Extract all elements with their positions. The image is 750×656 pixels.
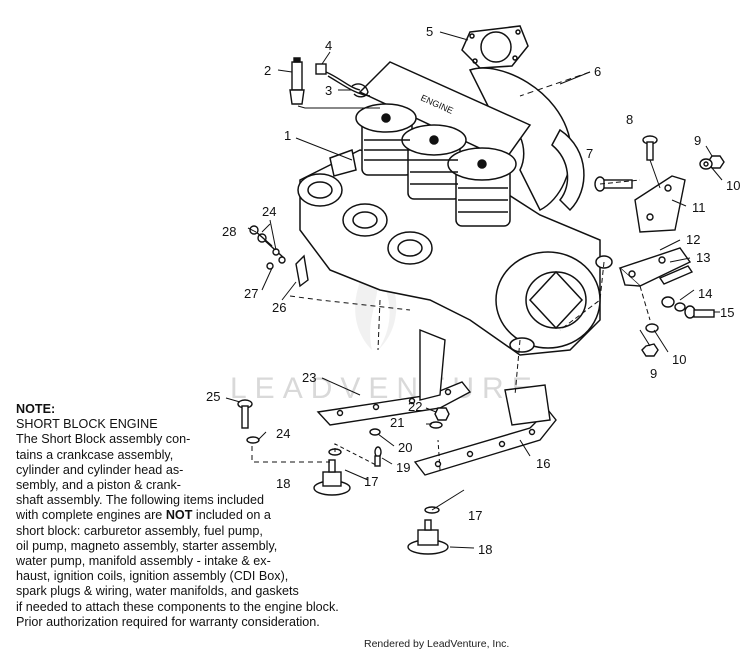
note-line: tains a crankcase assembly, [16,447,174,462]
callout-9: 9 [694,133,701,148]
callout-17b: 17 [364,474,378,489]
nut-washer-top [699,155,725,170]
note-line: sembly, and a piston & crank- [16,478,181,493]
motor-mount-plate-16 [413,384,557,476]
bracket-part-12 [618,247,692,287]
note-line: shaft assembly. The following items incl… [16,493,265,508]
bracket-part-26 [249,225,309,288]
callout-3: 3 [325,83,332,98]
watermark-text: LEADVENTURE [230,372,540,405]
callout-19: 19 [396,460,410,475]
callout-13: 13 [696,250,710,265]
note-line: Prior authorization required for warrant… [16,614,320,629]
callout-17: 17 [468,508,482,523]
head-gasket-part [461,25,529,69]
callout-15: 15 [720,305,734,320]
render-credit: Rendered by LeadVenture, Inc. [364,638,510,650]
mount-hardware-set [369,407,450,467]
wire-clip-part [351,83,369,98]
callout-24: 24 [276,426,290,441]
callout-23: 23 [302,370,316,385]
callout-20: 20 [398,440,412,455]
note-line: if needed to attach these components to … [16,599,339,614]
callout-28: 28 [222,224,236,239]
note-line: haust, ignition coils, ignition assembly… [16,569,289,584]
callout-6: 6 [594,64,601,79]
callout-16: 16 [536,456,550,471]
rubber-mount-18-right [407,519,449,555]
rubber-mount-18-left [313,459,351,496]
note-line: spark plugs & wiring, water manifolds, a… [16,584,299,599]
callout-8: 8 [626,112,633,127]
callout-11: 11 [692,200,706,215]
callout-22: 22 [408,399,422,414]
callout-labels: 1 2 3 4 5 6 7 8 9 10 11 12 13 14 15 10 9… [206,24,740,557]
note-line: water pump, manifold assembly - intake &… [16,554,271,569]
callout-18b: 18 [276,476,290,491]
callout-4: 4 [325,38,332,53]
short-block-note: NOTE: SHORT BLOCK ENGINE The Short Block… [16,402,366,630]
bracket-part-11 [634,175,686,233]
note-line: with complete engines are NOT included o… [16,508,366,523]
callout-7: 7 [586,146,593,161]
callout-2: 2 [264,63,271,78]
strip-part-13 [658,265,694,285]
callout-14: 14 [698,286,712,301]
callout-10: 10 [726,178,740,193]
callout-10b: 10 [672,352,686,367]
note-title: NOTE: [16,402,56,416]
motor-mount-plate-23 [316,328,472,426]
callout-5: 5 [426,24,433,39]
note-line-end: included on a [192,508,271,523]
note-line: The Short Block assembly con- [16,432,191,447]
bolt-washer-set [661,296,715,319]
spark-plug-part [289,57,305,105]
bolt-part-8 [642,135,658,161]
note-bold-not: NOT [165,508,193,523]
callout-25: 25 [206,389,220,404]
callout-26: 26 [272,300,286,315]
callout-24b: 24 [262,204,276,219]
engine-assembly: ENGINE [297,61,613,356]
callout-27: 27 [244,286,258,301]
note-line: cylinder and cylinder head as- [16,462,184,477]
callout-12: 12 [686,232,700,247]
callout-1: 1 [284,128,291,143]
note-line-start: with complete engines are [16,508,166,523]
leader-lines [225,31,723,549]
bolt-part-25 [237,399,260,444]
nut-washer-bottom [641,323,659,357]
callout-9b: 9 [650,366,657,381]
note-line: short block: carburetor assembly, fuel p… [16,523,263,538]
note-line: SHORT BLOCK ENGINE [16,417,158,432]
note-line: oil pump, magneto assembly, starter asse… [16,538,278,553]
callout-18: 18 [478,542,492,557]
callout-21: 21 [390,415,404,430]
